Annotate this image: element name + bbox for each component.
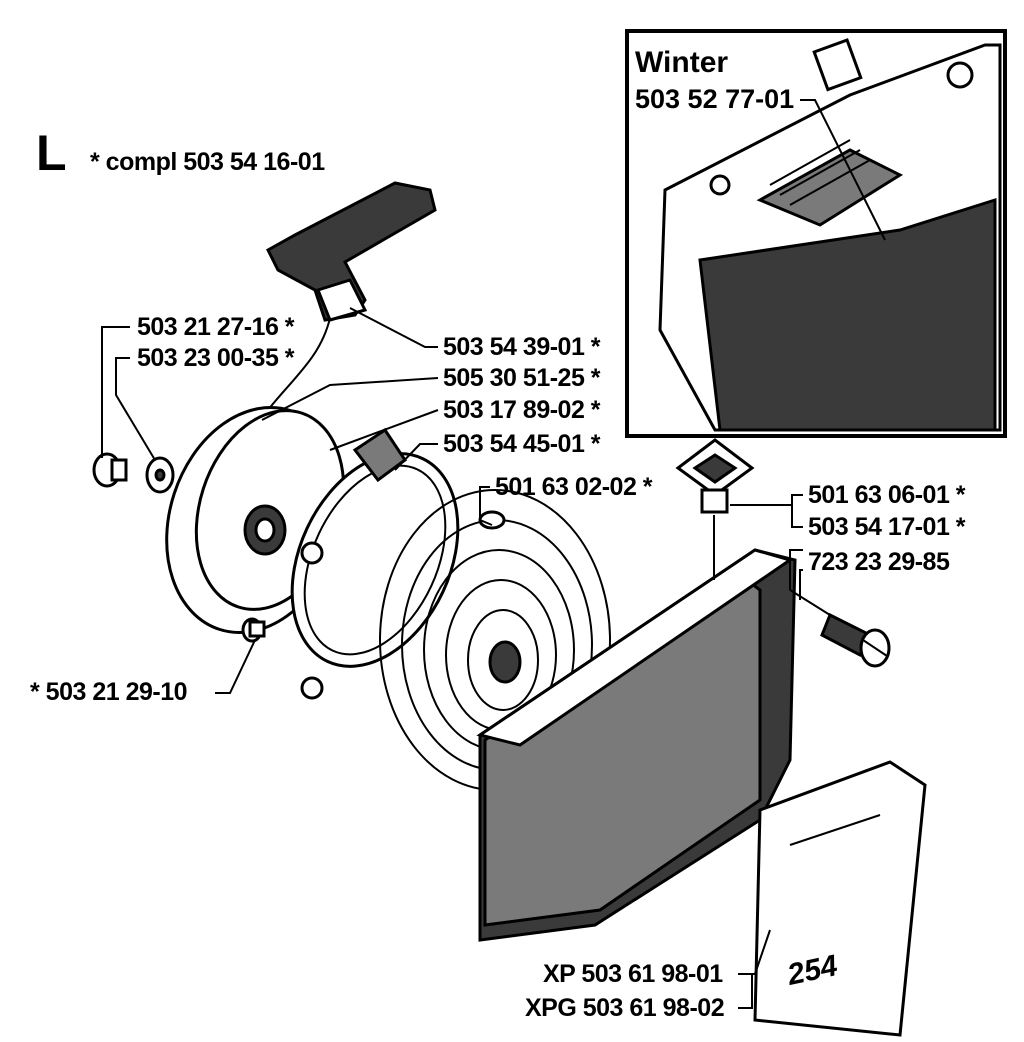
compl-label: * compl 503 54 16-01 xyxy=(90,148,325,176)
label-501-63-06-01: 501 63 06-01 * xyxy=(808,481,966,509)
screw-lower xyxy=(241,617,266,643)
bolt-right xyxy=(820,612,891,668)
bushing-cup xyxy=(675,438,755,514)
winter-cover-drawing xyxy=(658,38,1002,432)
section-letter: L xyxy=(36,125,67,181)
bolt-axis xyxy=(789,589,831,616)
washer-left xyxy=(145,456,175,494)
leader-lines xyxy=(101,307,803,1009)
label-723-23-29-85: 723 23 29-85 xyxy=(808,548,950,576)
inset-part-number: 503 52 77-01 xyxy=(635,84,794,114)
spring-housing xyxy=(290,427,460,700)
decal-sticker: 254 xyxy=(753,760,927,1037)
starter-handle xyxy=(266,181,437,322)
starter-cover xyxy=(476,548,797,942)
screw-left xyxy=(92,452,128,488)
label-505-30-51-25: 505 30 51-25 * xyxy=(443,364,601,392)
label-503-54-39-01: 503 54 39-01 * xyxy=(443,333,601,361)
label-503-54-45-01: 503 54 45-01 * xyxy=(443,430,601,458)
label-503-54-17-01: 503 54 17-01 * xyxy=(808,513,966,541)
winter-inset: Winter 503 52 77-01 xyxy=(625,29,1007,438)
label-503-21-27-16: 503 21 27-16 * xyxy=(137,313,295,341)
label-503-23-00-35: 503 23 00-35 * xyxy=(137,344,295,372)
inset-leader xyxy=(800,99,886,241)
inset-title: Winter xyxy=(635,46,728,79)
label-xpg: XPG 503 61 98-02 xyxy=(525,994,724,1022)
label-503-21-29-10: * 503 21 29-10 xyxy=(30,678,187,706)
label-503-17-89-02: 503 17 89-02 * xyxy=(443,396,601,424)
label-xp: XP 503 61 98-01 xyxy=(543,960,723,988)
label-501-63-02-02: 501 63 02-02 * xyxy=(495,473,653,501)
